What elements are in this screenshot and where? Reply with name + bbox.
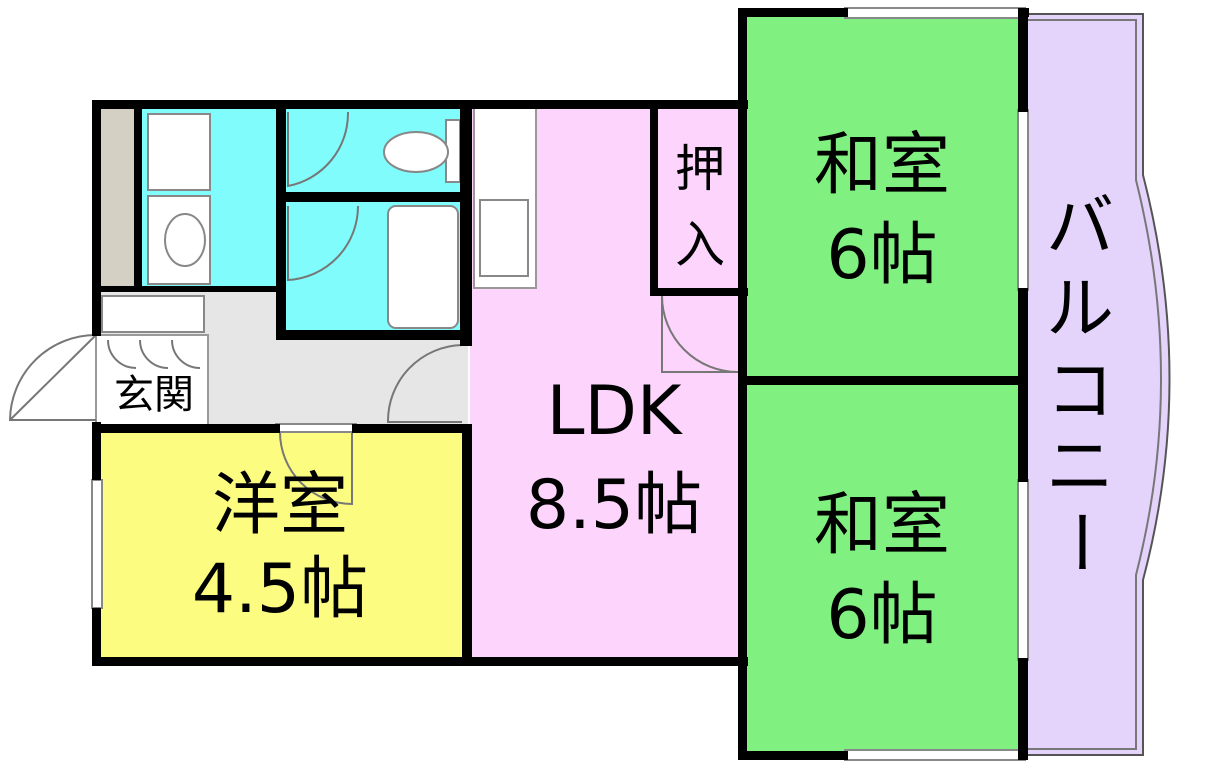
room-labels: 和室 6帖 和室 6帖 押 入 LDK 8.5帖 洋室 4.5帖 玄関 バ ル … [114, 126, 1118, 655]
bath-door-swing [287, 205, 360, 282]
window-bottom [844, 749, 1026, 761]
washitsu-bottom-size: 6帖 [826, 576, 937, 655]
stove [479, 199, 529, 277]
youshitsu-size: 4.5帖 [192, 550, 368, 629]
wall-hall-right [460, 340, 472, 346]
window-washitsu-balcony-top [1017, 109, 1029, 291]
front-door-swing [8, 334, 97, 421]
balcony-char-1: バ [1046, 188, 1114, 267]
ldk-name: LDK [547, 372, 684, 451]
storage-strip [100, 108, 136, 288]
toilet-bowl-icon [383, 131, 449, 173]
washitsu-top-name: 和室 [814, 126, 950, 205]
bathtub [387, 205, 459, 329]
wall-oshiire-bottom [650, 288, 748, 296]
window-washitsu-balcony-bottom [1017, 479, 1029, 661]
youshitsu-name: 洋室 [212, 466, 348, 545]
oshiire-label-2: 入 [675, 216, 725, 274]
wall-top-left [92, 100, 748, 109]
shoe-cabinet [101, 295, 205, 333]
ldk-size: 8.5帖 [526, 466, 702, 545]
washitsu-top-floor [744, 14, 1024, 382]
wall-wet-right [460, 100, 472, 340]
wall-washitsu-divider [738, 376, 1028, 385]
wall-toilet-bottom [276, 192, 468, 202]
wall-left-bottom [92, 608, 101, 666]
balcony-char-4: ニ [1046, 428, 1114, 507]
wall-top-right [738, 8, 848, 17]
genkan-floor [95, 334, 209, 429]
wall-bottom-right [738, 751, 848, 760]
window-youshitsu [91, 479, 103, 609]
wall-youshitsu-top [92, 424, 280, 433]
ldk-door-swing [661, 295, 739, 373]
washing-machine [147, 113, 211, 191]
balcony-char-5: ー [1039, 508, 1118, 576]
wall-oshiire-left [650, 100, 658, 296]
sink-basin-icon [164, 213, 206, 267]
balcony-rail [1027, 19, 1162, 750]
wall-left-lower [92, 422, 101, 480]
wall-balcony-top [1018, 8, 1028, 112]
balcony [1026, 13, 1171, 756]
wall-youshitsu-top2 [352, 424, 472, 433]
oshiire-label-1: 押 [675, 140, 725, 198]
youshitsu-door-swing [279, 431, 353, 506]
balcony-floor [1026, 13, 1171, 756]
wall-bottom-left [92, 657, 748, 666]
wall-bath-bottom [276, 330, 468, 340]
balcony-char-3: コ [1046, 352, 1114, 431]
sliding-door-youshitsu [275, 423, 357, 433]
ldk-floor-lower [470, 382, 744, 658]
toilet-door-swing [287, 111, 350, 188]
wall-wash-right [276, 100, 286, 340]
wall-left-upper [92, 100, 101, 336]
hall-door-swing [386, 344, 463, 423]
fixtures [101, 113, 529, 333]
balcony-char-2: ル [1046, 270, 1114, 349]
youshitsu-floor [96, 428, 468, 658]
walls [92, 8, 1029, 760]
washitsu-bottom-floor [744, 382, 1024, 754]
genkan-label: 玄関 [114, 372, 194, 418]
window-top [844, 7, 1026, 19]
washitsu-bottom-name: 和室 [814, 486, 950, 565]
wall-wash-bottom [96, 286, 284, 292]
genkan-closet-arcs [107, 339, 201, 369]
wall-storage [134, 100, 142, 290]
washitsu-top-size: 6帖 [826, 216, 937, 295]
doors [8, 111, 739, 506]
wall-youshitsu-right [462, 424, 472, 664]
wall-balcony-bottom [1018, 658, 1028, 760]
